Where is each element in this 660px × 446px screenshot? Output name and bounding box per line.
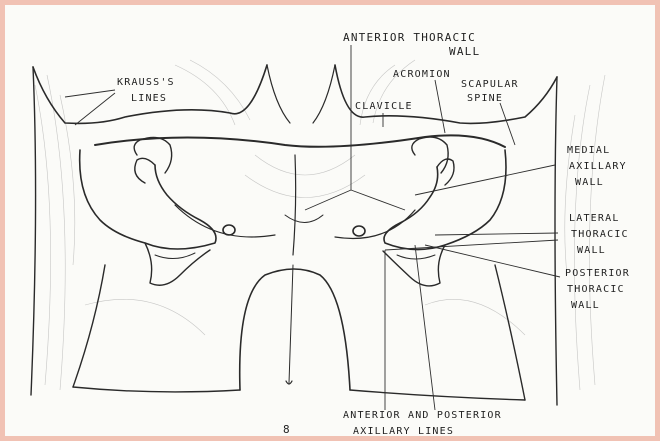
body-outline — [31, 65, 557, 405]
label-krausss-lines: LINES — [131, 93, 167, 104]
label-lateral-wall: WALL — [577, 245, 606, 256]
label-anterior-thoracic: ANTERIOR THORACIC — [343, 31, 476, 44]
label-medial-wall: WALL — [575, 177, 604, 188]
label-posterior-thoracic: THORACIC — [567, 284, 625, 295]
label-scapular-spine: SPINE — [467, 93, 503, 104]
page-number: 8 — [283, 423, 291, 436]
label-acromion: ACROMION — [393, 69, 451, 80]
label-posterior-wall: WALL — [571, 300, 600, 311]
label-anterior-thoracic-wall: WALL — [449, 45, 480, 58]
labels: ANTERIOR THORACIC WALL KRAUSS'S LINES AC… — [117, 31, 630, 437]
label-lateral: LATERAL — [569, 213, 620, 224]
label-clavicle: CLAVICLE — [355, 101, 413, 112]
label-medial-axillary: AXILLARY — [569, 161, 627, 172]
label-anterior-posterior: ANTERIOR AND POSTERIOR — [343, 410, 502, 421]
label-axillary-lines: AXILLARY LINES — [353, 426, 454, 437]
label-krausss: KRAUSS'S — [117, 77, 175, 88]
thorax-diagram: ANTERIOR THORACIC WALL KRAUSS'S LINES AC… — [5, 5, 660, 446]
label-scapular: SCAPULAR — [461, 79, 519, 90]
background-shading — [35, 60, 605, 390]
label-lateral-thoracic: THORACIC — [571, 229, 629, 240]
label-posterior: POSTERIOR — [565, 268, 630, 279]
label-medial: MEDIAL — [567, 145, 610, 156]
